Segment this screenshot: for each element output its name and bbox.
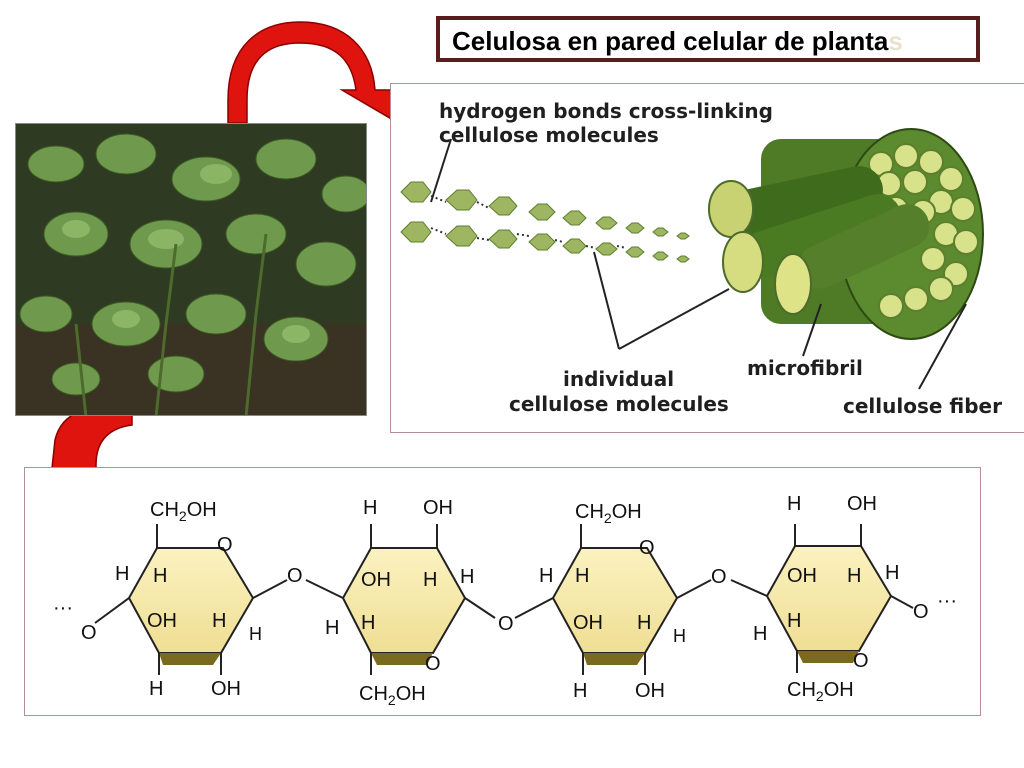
r3-oh-bottom: OH (635, 680, 665, 702)
microfibrils (708, 166, 930, 315)
arrow-photo-to-fiber (227, 21, 434, 125)
r4-oh-inner: OH (787, 565, 817, 587)
r2-oh-inner: OH (361, 569, 391, 591)
r3-h-bottom: H (573, 680, 588, 702)
glucose-ring-3 (551, 547, 679, 665)
r4-ring-o: O (853, 650, 869, 672)
page-title: Celulosa en pared celular de plantas (452, 26, 903, 57)
glucose-ring-1 (127, 547, 255, 665)
r4-h-c1: H (787, 610, 802, 632)
hydrogen-bond-dots (430, 195, 627, 249)
glycosidic-o-3: O (711, 566, 727, 588)
r4-ch2oh: CH2OH (787, 679, 854, 704)
r2-h-c1: H (361, 612, 376, 634)
r1-oh: OH (147, 610, 177, 632)
r3-h-right: H (637, 612, 652, 634)
r4-h-outer: H (885, 562, 900, 584)
r2-h-outer: H (460, 566, 475, 588)
chain-start-dash: ··· (53, 597, 73, 619)
r3-ch2oh: CH2OH (575, 501, 642, 526)
r3-ring-o: O (639, 537, 655, 559)
r4-h-inner: H (847, 565, 862, 587)
title-box: Celulosa en pared celular de plantas (436, 16, 980, 62)
r2-h-inner: H (423, 569, 438, 591)
cellulose-chain-panel: ··· ··· CH2OH O H H OH H H O H OH O H OH… (24, 467, 981, 716)
glucose-ring-4 (765, 545, 893, 663)
r2-ch2oh: CH2OH (359, 683, 426, 708)
r1-ch2oh: CH2OH (150, 499, 217, 524)
label-microfibril: microfibril (747, 356, 863, 380)
bonds (94, 524, 914, 675)
r3-oh: OH (573, 612, 603, 634)
fiber-illustration (400, 128, 984, 390)
r1-h-outer: H (115, 563, 130, 585)
r4-h-left: H (753, 623, 768, 645)
glucose-ring-2 (341, 547, 467, 665)
r4-oh-top: OH (847, 493, 877, 515)
r1-h-c1: H (249, 624, 262, 644)
r1-ring-o: O (217, 534, 233, 556)
r4-h-top: H (787, 493, 802, 515)
chain-end-dash: ··· (937, 590, 957, 612)
label-cellulose-fiber: cellulose fiber (843, 394, 1002, 418)
cellulose-fiber-panel: hydrogen bonds cross-linking cellulose m… (390, 83, 1024, 433)
label-hydrogen-bonds-line1: hydrogen bonds cross-linking (439, 99, 773, 123)
r1-h-inner: H (153, 565, 168, 587)
plant-photo (15, 123, 367, 416)
r3-h-inner: H (575, 565, 590, 587)
label-hydrogen-bonds-line2: cellulose molecules (439, 123, 659, 147)
page-title-tail: s (888, 26, 903, 56)
r2-oh-top: OH (423, 497, 453, 519)
r3-h-outer: H (539, 565, 554, 587)
glycosidic-o-1: O (287, 565, 303, 587)
r3-h-c1: H (673, 626, 686, 646)
glycosidic-o-2: O (498, 613, 514, 635)
r1-o-left: O (81, 622, 97, 644)
r1-h-bottom: H (149, 678, 164, 700)
label-individual-line2: cellulose molecules (509, 392, 729, 416)
plant-leaves-image (16, 124, 366, 415)
r2-ring-o: O (425, 653, 441, 675)
leader-lines (430, 138, 967, 390)
label-individual-line1: individual (563, 367, 675, 391)
r2-h-top: H (363, 497, 378, 519)
chain-structure (94, 524, 914, 675)
r1-h-right: H (212, 610, 227, 632)
cellulose-molecule-hexagons (400, 181, 690, 263)
r4-o-right: O (913, 601, 929, 623)
r2-h-left: H (325, 617, 340, 639)
r1-oh-bottom: OH (211, 678, 241, 700)
page-title-main: Celulosa en pared celular de planta (452, 26, 889, 56)
